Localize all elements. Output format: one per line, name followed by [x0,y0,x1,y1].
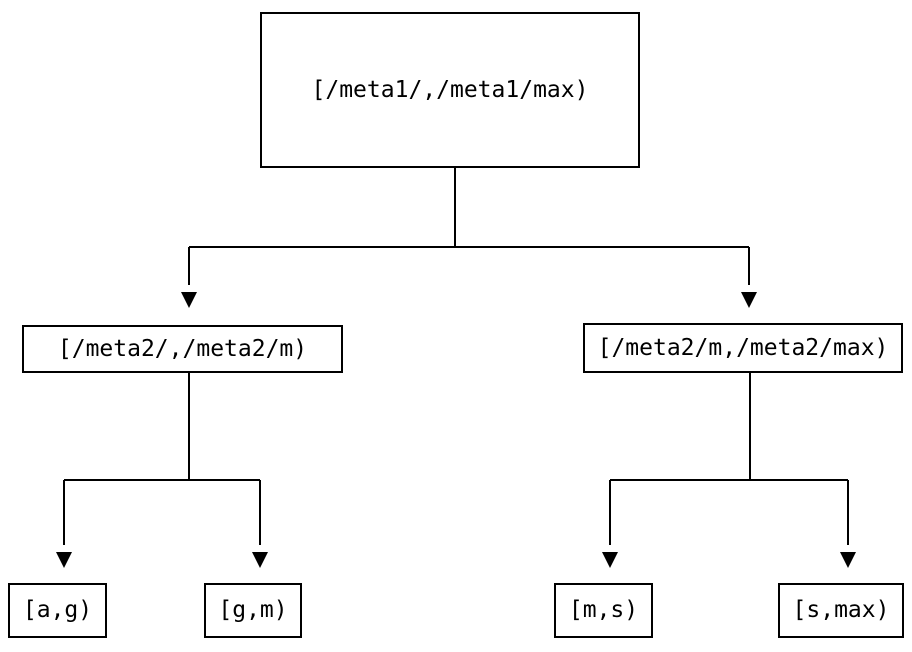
node-leaf-m-s: [m,s) [554,583,653,638]
arrowhead-to-leaf-ag [56,552,72,568]
node-leaf-g-m: [g,m) [204,583,302,638]
node-leaf-s-max: [s,max) [778,583,904,638]
edge-meta2-low-to-children [63,373,261,545]
edge-meta2-high-to-children [609,373,849,545]
edge-root-to-children [188,168,750,285]
arrowhead-to-leaf-smax [840,552,856,568]
node-root-meta1-range: [/meta1/,/meta1/max) [260,12,640,168]
arrowhead-to-leaf-gm [252,552,268,568]
arrowhead-to-leaf-ms [602,552,618,568]
node-leaf-a-g: [a,g) [8,583,107,638]
arrowhead-to-meta2-high [741,292,757,308]
node-meta2-high-range: [/meta2/m,/meta2/max) [583,323,903,373]
node-meta2-low-range: [/meta2/,/meta2/m) [22,325,343,373]
arrowhead-to-meta2-low [181,292,197,308]
